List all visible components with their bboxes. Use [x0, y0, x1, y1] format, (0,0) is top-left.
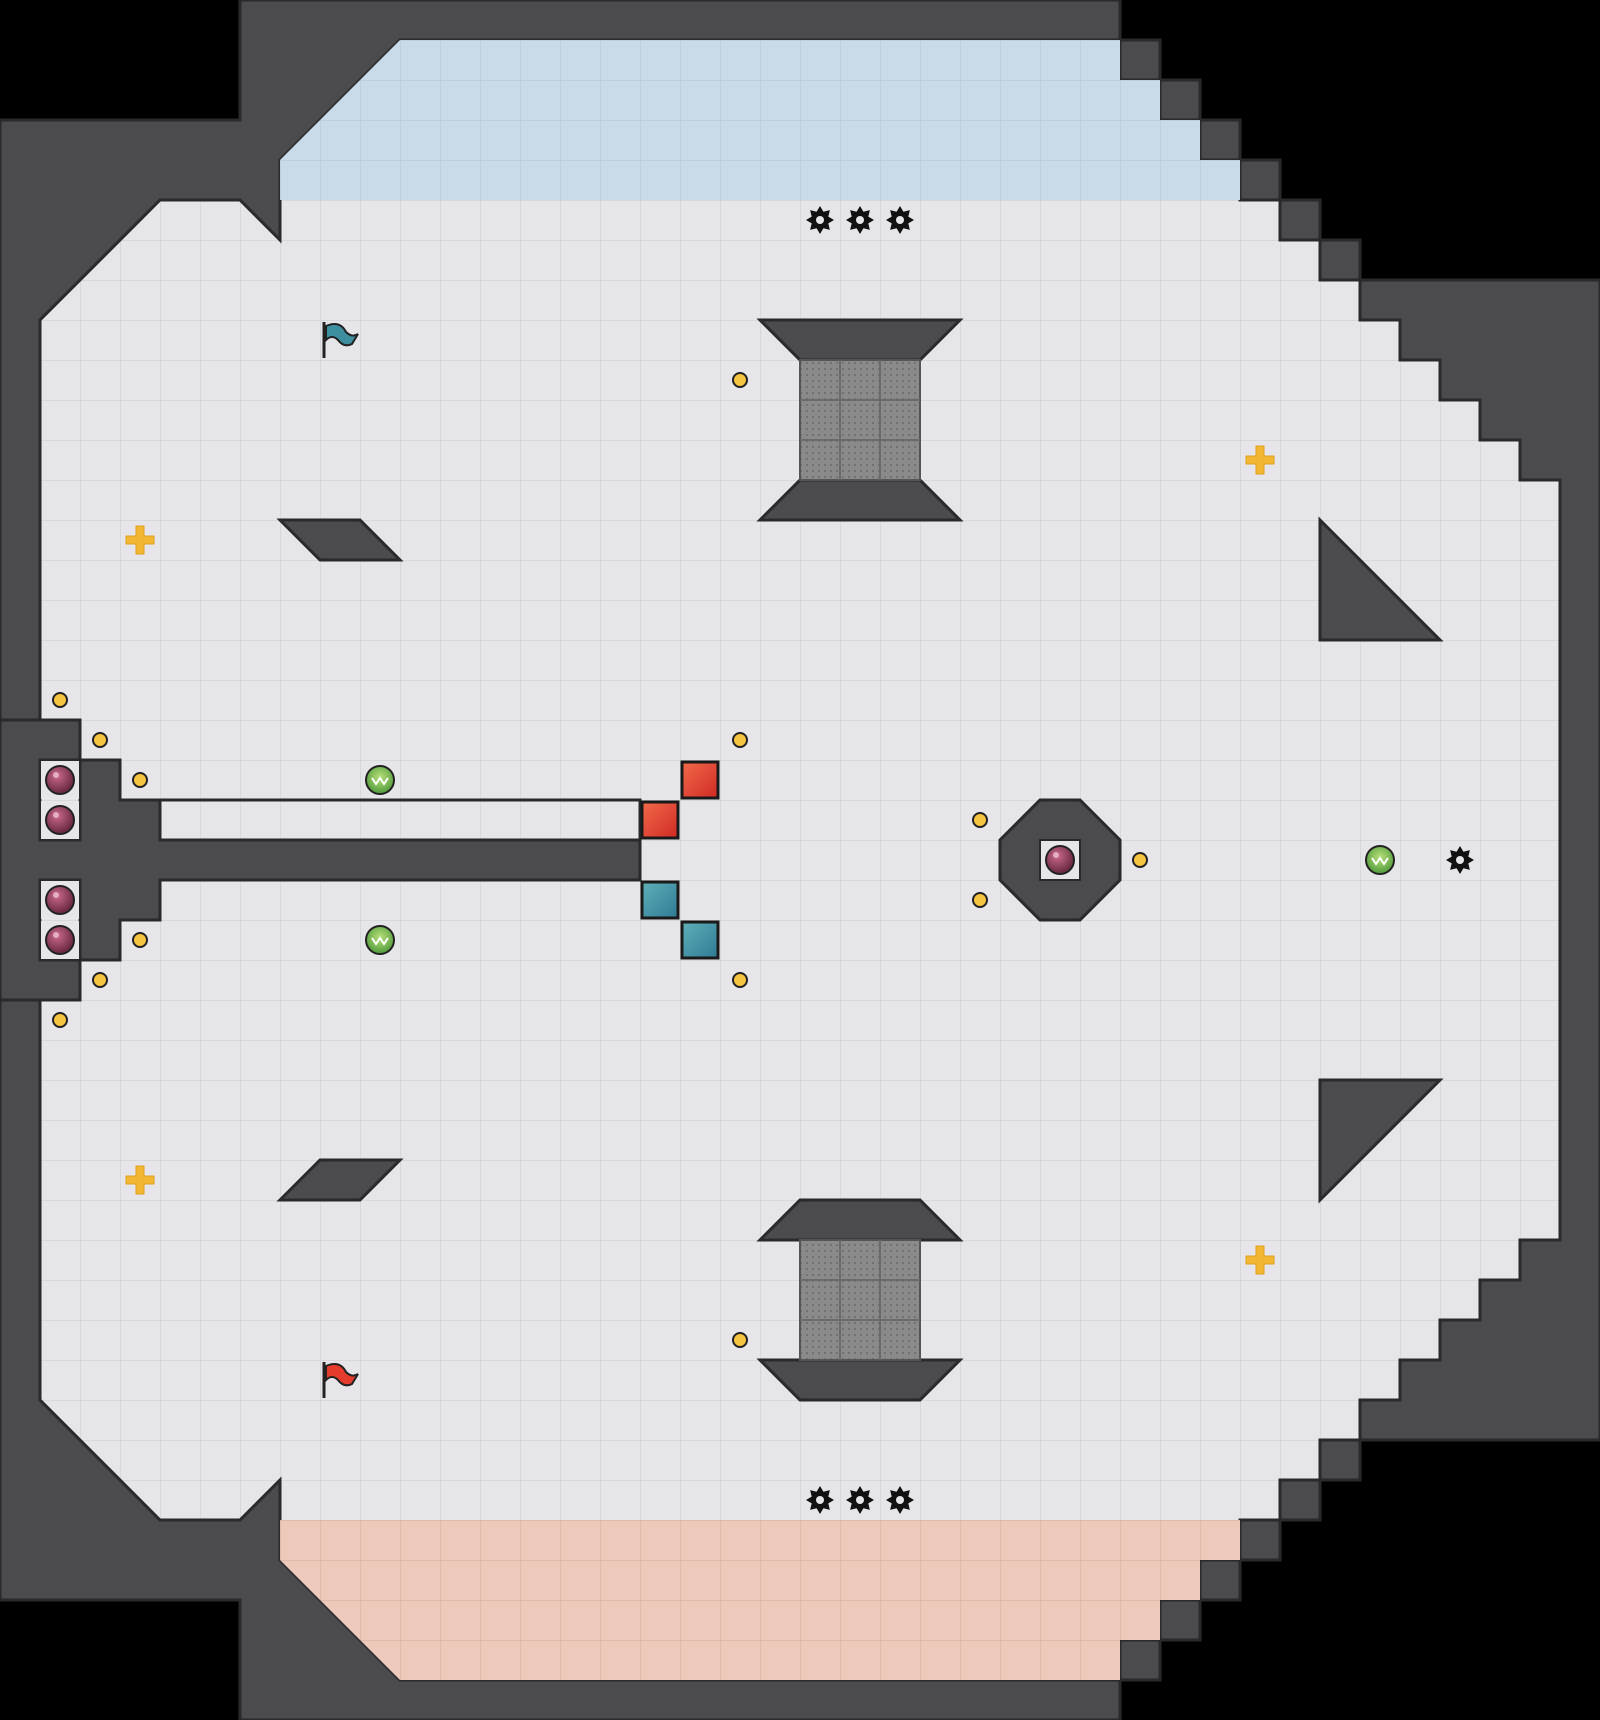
- blue-team-tile: [640, 880, 680, 920]
- red-endzone: [280, 1520, 1240, 1680]
- boost-icon: [732, 972, 748, 988]
- flag-icon[interactable]: [322, 322, 359, 358]
- spike-icon: [1446, 846, 1474, 874]
- bomb-icon: [41, 921, 79, 959]
- left-walls: [0, 718, 642, 1002]
- bomb-icon: [1041, 841, 1079, 879]
- gates: [799, 359, 921, 1361]
- boost-icon: [92, 972, 108, 988]
- bomb-icon: [41, 801, 79, 839]
- team-tiles: [640, 760, 720, 960]
- spike-icon: [886, 206, 914, 234]
- boost-icon: [732, 732, 748, 748]
- powerup-icon: [1245, 1245, 1275, 1275]
- speed-pad-icon: [365, 925, 395, 955]
- blue-endzone: [280, 40, 1240, 200]
- boost-icon: [132, 772, 148, 788]
- red-team-tile: [640, 800, 680, 840]
- flag-icon[interactable]: [322, 1362, 359, 1398]
- spike-icon: [806, 206, 834, 234]
- powerup-icon: [1245, 445, 1275, 475]
- boost-icon: [52, 692, 68, 708]
- obstacles: [276, 318, 1444, 1402]
- speed-pad-icon: [365, 765, 395, 795]
- boost-icon: [1132, 852, 1148, 868]
- powerup-icon: [125, 525, 155, 555]
- blue-team-tile: [680, 920, 720, 960]
- boost-icon: [92, 732, 108, 748]
- spike-icon: [846, 206, 874, 234]
- spike-icon: [806, 1486, 834, 1514]
- bomb-icon: [41, 761, 79, 799]
- boost-icon: [732, 1332, 748, 1348]
- boost-icon: [732, 372, 748, 388]
- gate-bottom: [799, 1239, 921, 1361]
- boost-icon: [52, 1012, 68, 1028]
- spike-icon: [846, 1486, 874, 1514]
- speed-pad-icon: [1365, 845, 1395, 875]
- powerup-icon: [125, 1165, 155, 1195]
- boost-icon: [972, 812, 988, 828]
- red-team-tile: [680, 760, 720, 800]
- spike-icon: [886, 1486, 914, 1514]
- boost-icon: [972, 892, 988, 908]
- gate-top: [799, 359, 921, 481]
- boost-icon: [132, 932, 148, 948]
- bomb-icon: [41, 881, 79, 919]
